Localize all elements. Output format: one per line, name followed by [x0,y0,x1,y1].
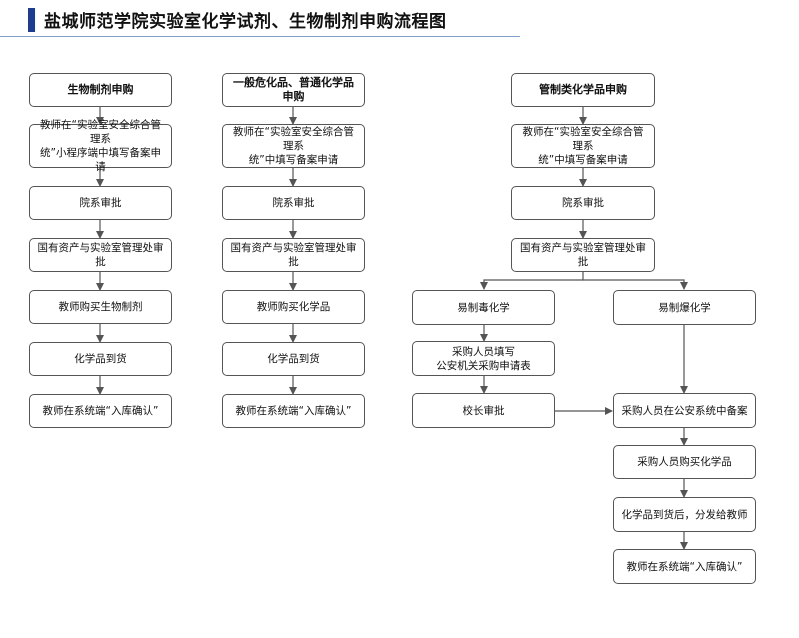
branch-stock-confirm: 教师在系统端“入库确认” [613,549,756,584]
branch-precursor-chemicals: 易制毒化学 [412,290,555,325]
col2-step-arrival: 化学品到货 [222,342,365,376]
branch-fill-police-application: 采购人员填写 公安机关采购申请表 [412,341,555,376]
title-accent-bar [28,8,35,32]
col3-step-fill-application: 教师在“实验室安全综合管理系 统”中填写备案申请 [511,124,655,168]
col2-step-asset-office-approval: 国有资产与实验室管理处审批 [222,238,365,272]
col3-step-asset-office-approval: 国有资产与实验室管理处审批 [511,238,655,272]
col2-step-stock-confirm: 教师在系统端“入库确认” [222,394,365,428]
col2-step-fill-application: 教师在“实验室安全综合管理系 统”中填写备案申请 [222,124,365,168]
arrow-split-left [480,272,584,290]
col1-header: 生物制剂申购 [29,73,172,107]
col1-step-fill-application: 教师在“实验室安全综合管理系 统”小程序端中填写备案申请 [29,119,172,173]
col2-step-department-approval: 院系审批 [222,186,365,220]
branch-explosive-chemicals: 易制爆化学 [613,290,756,325]
col1-step-asset-office-approval: 国有资产与实验室管理处审批 [29,238,172,272]
col3-header: 管制类化学品申购 [511,73,655,107]
col1-step-purchase: 教师购买生物制剂 [29,290,172,324]
branch-purchase-chemicals: 采购人员购买化学品 [613,445,756,479]
col2-step-purchase: 教师购买化学品 [222,290,365,324]
title-underline [0,36,520,37]
branch-president-approval: 校长审批 [412,393,555,428]
col1-step-stock-confirm: 教师在系统端“入库确认” [29,394,172,428]
page-title: 盐城师范学院实验室化学试剂、生物制剂申购流程图 [44,12,447,32]
branch-police-system-filing: 采购人员在公安系统中备案 [613,393,756,428]
col3-step-department-approval: 院系审批 [511,186,655,220]
arrow-split-right [583,279,688,290]
col1-step-arrival: 化学品到货 [29,342,172,376]
branch-arrival-distribute: 化学品到货后，分发给教师 [613,497,756,532]
col1-step-department-approval: 院系审批 [29,186,172,220]
col2-header: 一般危化品、普通化学品申购 [222,73,365,107]
